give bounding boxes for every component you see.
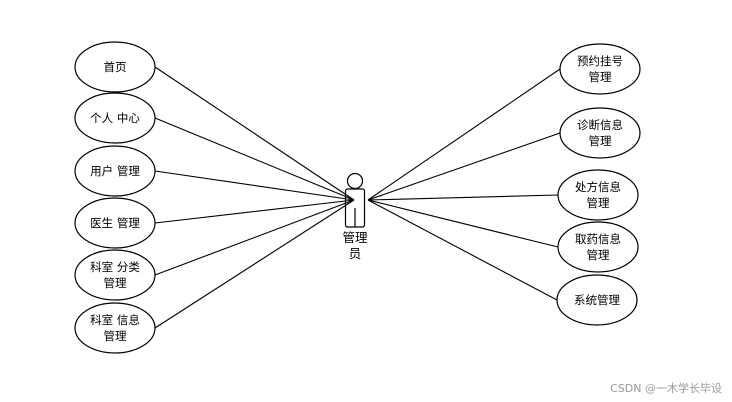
use-case-label: 诊断信息 <box>577 118 623 132</box>
association-line-right-4 <box>367 199 558 301</box>
use-case-label: 取药信息 <box>575 232 621 246</box>
use-case-ellipse <box>74 302 156 354</box>
use-case-label: 管理 <box>104 329 127 343</box>
use-case-left-2: 用户 管理 <box>74 145 156 197</box>
use-case-ellipse <box>74 41 156 93</box>
use-case-label: 用户 管理 <box>90 164 140 178</box>
actor-label-line-1: 管理 <box>342 230 368 245</box>
use-case-label: 系统管理 <box>574 293 620 307</box>
use-case-label: 管理 <box>587 248 610 262</box>
use-case-right-4: 系统管理 <box>556 274 638 326</box>
actor-administrator: 管理 员 <box>342 172 368 261</box>
use-case-label: 预约挂号 <box>577 54 623 68</box>
use-case-label: 管理 <box>589 70 612 84</box>
association-line-right-2 <box>367 194 559 201</box>
use-case-left-1: 个人 中心 <box>74 92 156 144</box>
use-case-ellipse <box>74 197 156 249</box>
association-line-right-1 <box>367 132 561 201</box>
use-case-ellipse <box>556 274 638 326</box>
association-line-left-0 <box>154 66 355 201</box>
use-case-ellipse <box>557 221 639 273</box>
association-line-left-2 <box>154 170 355 201</box>
use-case-label: 医生 管理 <box>90 216 140 230</box>
use-case-ellipse <box>74 249 156 301</box>
use-case-label: 科室 信息 <box>90 313 140 327</box>
use-case-label: 管理 <box>587 196 610 210</box>
use-case-ellipse <box>74 145 156 197</box>
association-line-left-1 <box>154 117 355 201</box>
use-case-ellipse <box>559 107 641 159</box>
association-line-right-3 <box>367 199 559 248</box>
use-case-label: 处方信息 <box>575 180 621 194</box>
use-case-ellipse <box>559 43 641 95</box>
use-case-left-3: 医生 管理 <box>74 197 156 249</box>
use-case-left-0: 首页 <box>74 41 156 93</box>
association-line-left-5 <box>154 199 355 329</box>
use-case-label: 管理 <box>589 134 612 148</box>
use-case-label: 管理 <box>104 276 127 290</box>
use-case-ellipse <box>557 169 639 221</box>
association-line-left-4 <box>154 199 355 276</box>
use-case-label: 个人 中心 <box>90 111 140 125</box>
use-case-ellipse <box>74 92 156 144</box>
watermark: CSDN @一木学长毕设 <box>610 382 722 395</box>
association-line-left-3 <box>154 199 355 224</box>
actor-head <box>346 172 364 190</box>
use-case-label: 首页 <box>104 60 127 74</box>
association-line-right-0 <box>367 68 561 201</box>
actor-label-line-2: 员 <box>349 246 362 261</box>
association-lines <box>154 66 561 329</box>
use-case-label: 科室 分类 <box>90 260 140 274</box>
